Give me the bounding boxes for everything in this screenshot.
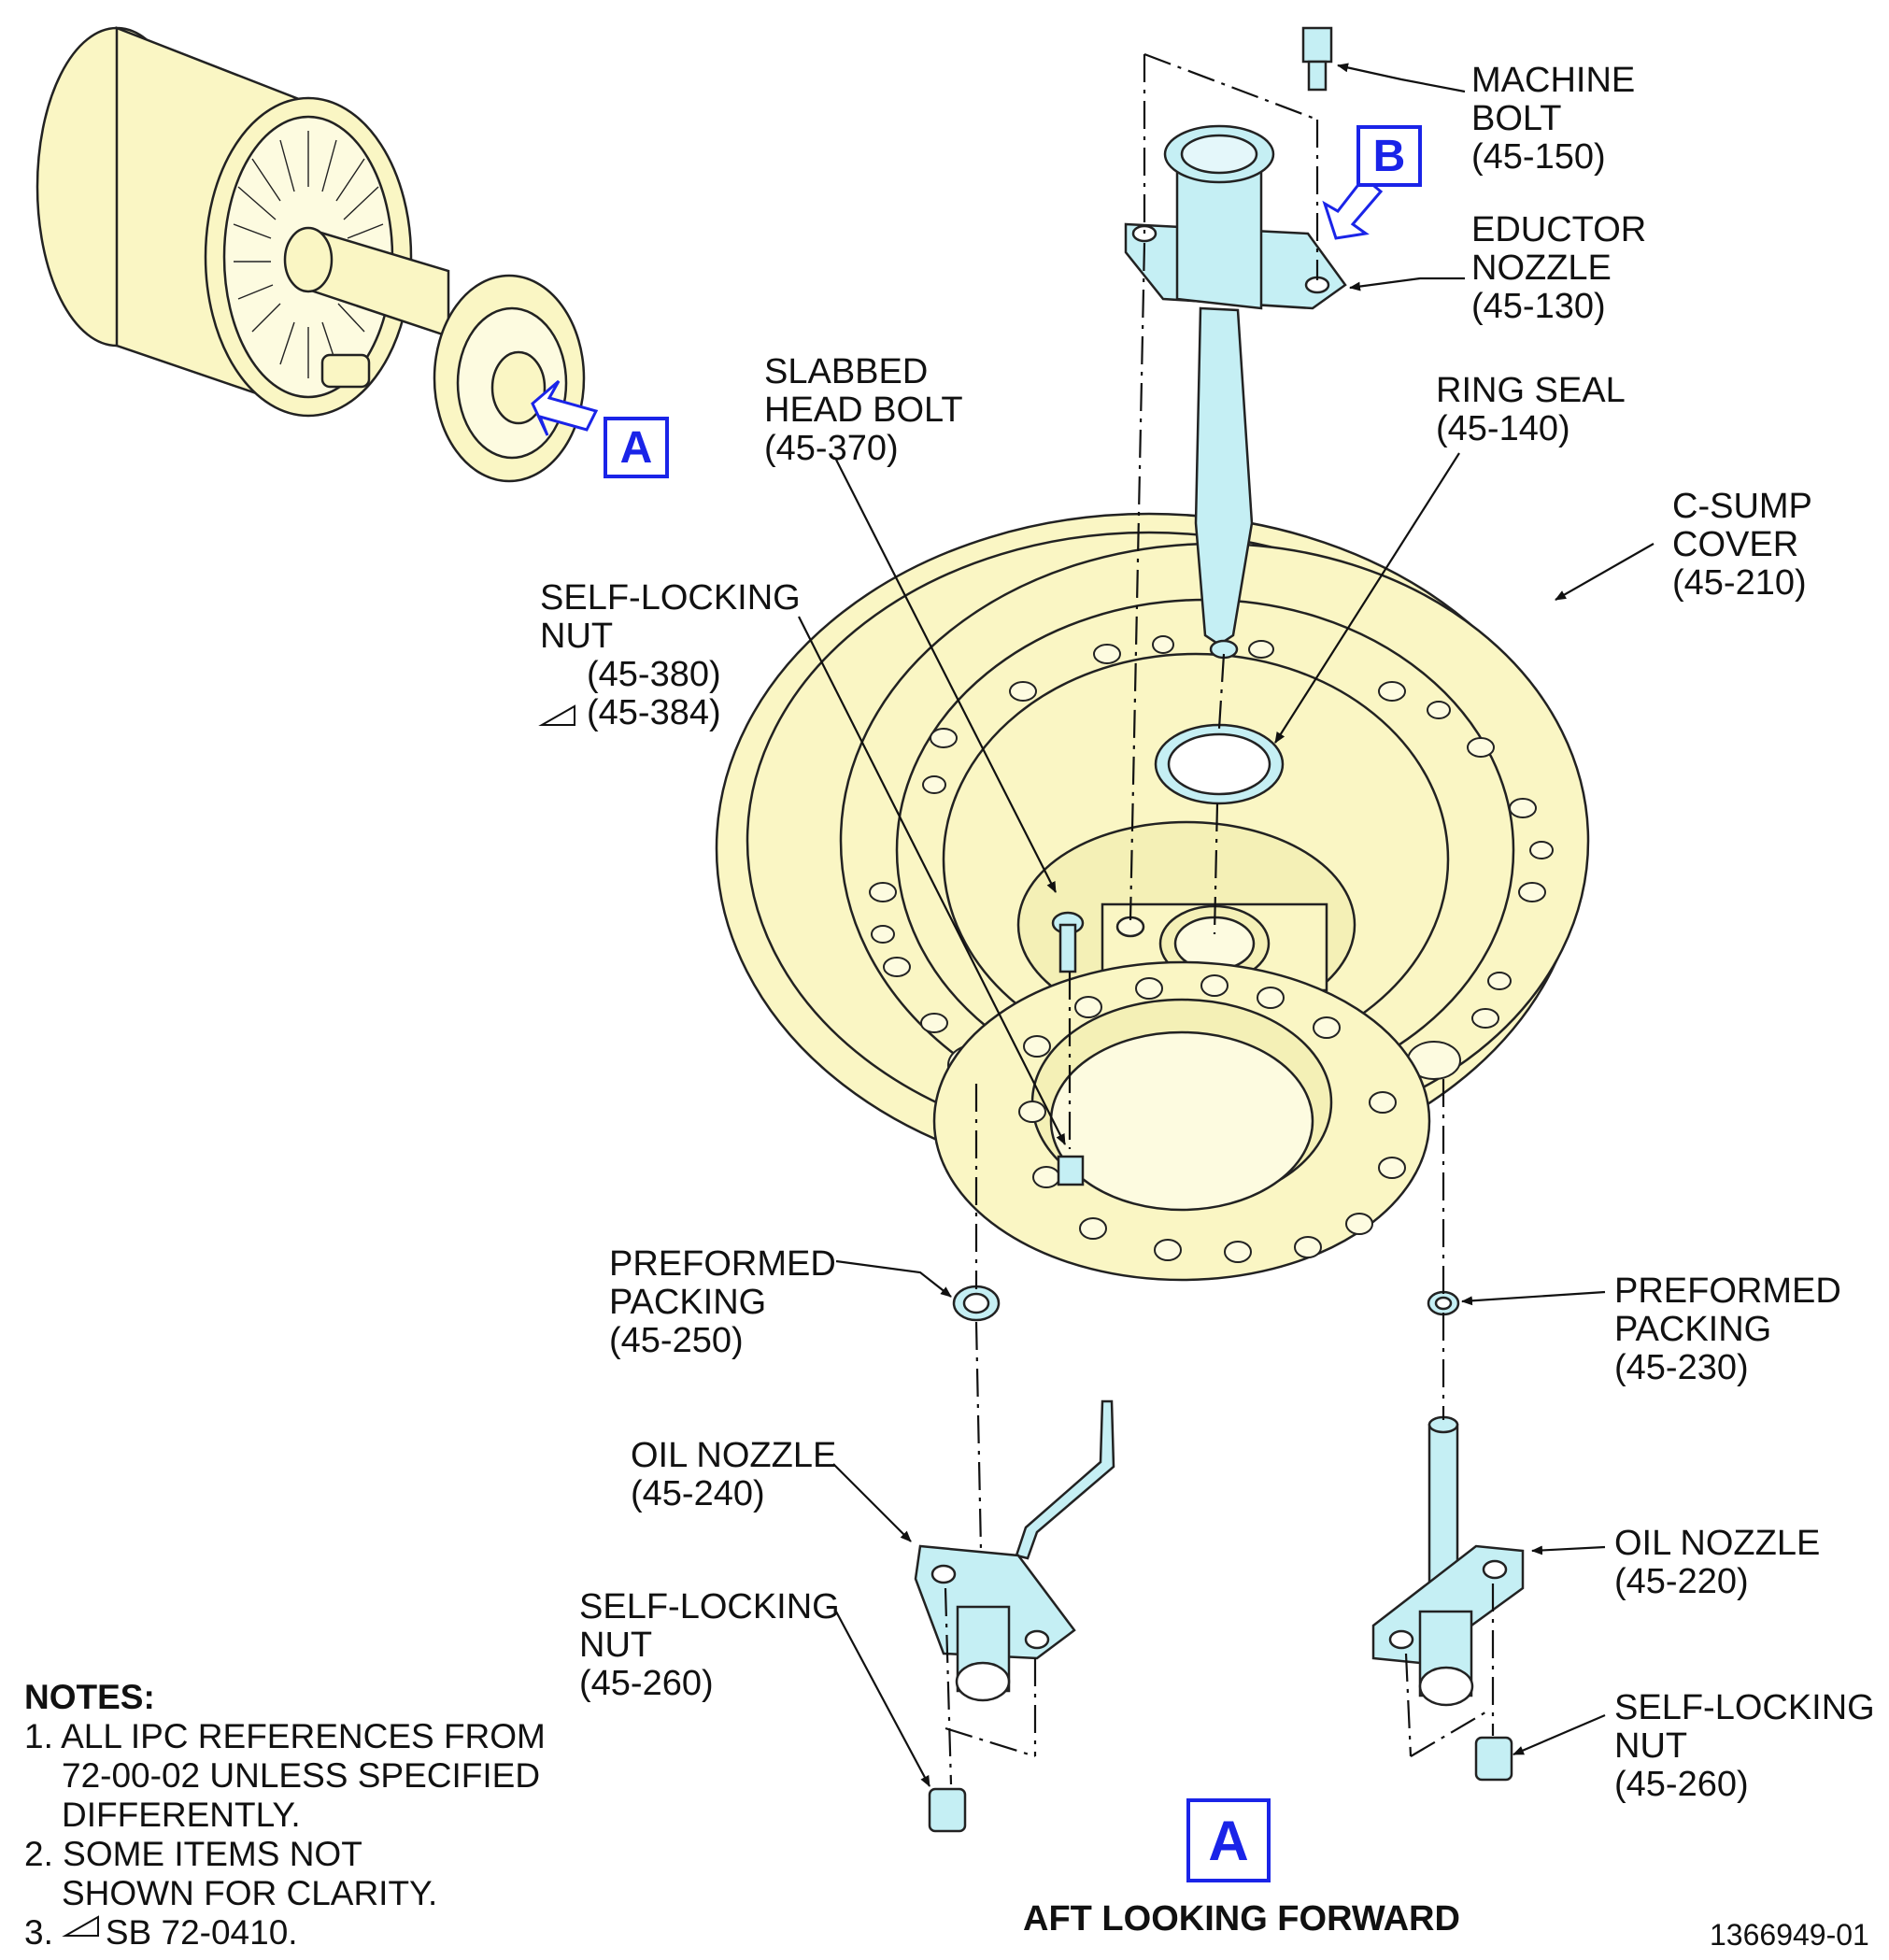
self-locking-nut-right-part (1474, 1736, 1513, 1782)
note-3: 3.SB 72-0410. (24, 1913, 298, 1952)
note-3-symbol-notes (62, 1915, 99, 1937)
eductor-nozzle (1124, 124, 1347, 660)
label-oil-nozzle-left: OIL NOZZLE(45-240) (631, 1436, 837, 1513)
ring-seal (1154, 723, 1285, 805)
label-oil-nozzle-right: OIL NOZZLE(45-220) (1614, 1524, 1821, 1601)
figure-number: 1366949-01 (1710, 1918, 1869, 1952)
engine-thumbnail (36, 26, 586, 483)
callout-a-main-view: A (1186, 1798, 1271, 1882)
notes-heading: NOTES: (24, 1678, 155, 1716)
callout-b-eductor: B (1356, 125, 1422, 187)
preformed-packing-left-part (952, 1285, 1001, 1322)
c-sump-cover (715, 512, 1590, 1282)
label-ring-seal: RING SEAL(45-140) (1436, 371, 1626, 448)
note-3-symbol (538, 704, 575, 726)
callout-a-engine: A (604, 417, 669, 478)
view-a-direction-arrow (531, 379, 599, 436)
leader-lines (798, 63, 1655, 1787)
view-title: AFT LOOKING FORWARD (1023, 1899, 1460, 1939)
oil-nozzle-left-part (914, 1399, 1115, 1702)
preformed-packing-right-part (1427, 1290, 1460, 1316)
oil-nozzle-right-part (1371, 1415, 1525, 1707)
self-locking-nut-left-part (928, 1787, 967, 1833)
assembly-lines (944, 52, 1495, 1785)
machine-bolt (1301, 26, 1333, 92)
